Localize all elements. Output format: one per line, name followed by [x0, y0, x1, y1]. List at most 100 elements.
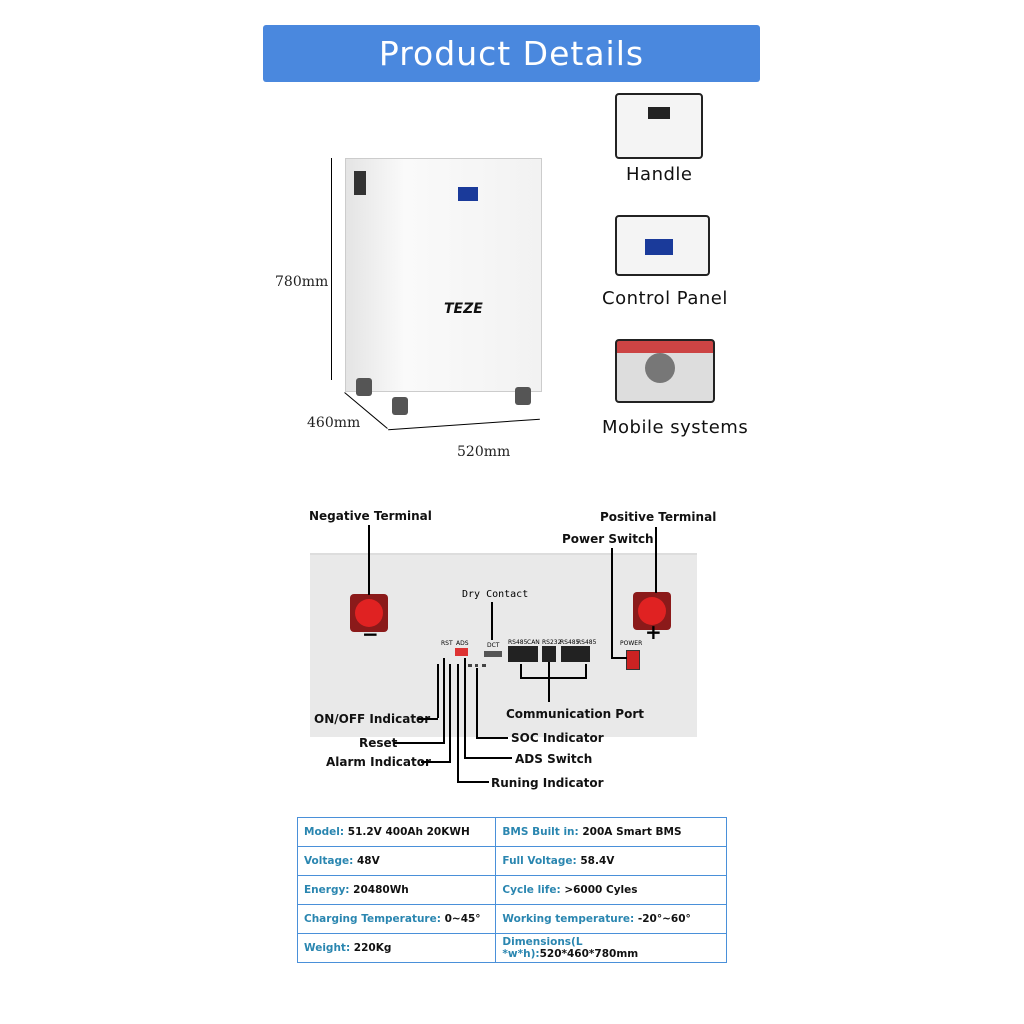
- power-switch-label: Power Switch: [562, 532, 654, 546]
- positive-terminal-label: Positive Terminal: [600, 510, 717, 524]
- page-title-banner: Product Details: [263, 25, 760, 82]
- leader-line: [394, 742, 445, 744]
- onoff-indicator-label: ON/OFF Indicator: [314, 712, 431, 726]
- spec-cell: Working temperature: -20°~60°: [495, 904, 727, 934]
- leader-line: [520, 664, 587, 679]
- spec-cell: Charging Temperature: 0~45°: [296, 904, 497, 934]
- leader-line: [464, 757, 512, 759]
- spec-key: Cycle life:: [502, 884, 565, 896]
- running-indicator-label: Runing Indicator: [491, 776, 604, 790]
- spec-key: Full Voltage:: [502, 855, 581, 867]
- leader-line: [611, 548, 613, 658]
- alarm-indicator-label: Alarm Indicator: [326, 755, 431, 769]
- rst-silk: RST: [441, 640, 453, 647]
- rs232-port: [542, 646, 556, 662]
- ads-silk: ADS: [456, 640, 469, 647]
- rs485b-silk: RS485: [560, 639, 580, 646]
- leader-line: [437, 664, 439, 718]
- power-silk: POWER: [620, 640, 643, 647]
- plus-sign: +: [645, 620, 662, 644]
- spec-value: 51.2V 400Ah 20KWH: [347, 826, 470, 838]
- spec-key: Voltage:: [304, 855, 357, 867]
- spec-cell: Model: 51.2V 400Ah 20KWH: [296, 817, 497, 847]
- spec-row: Charging Temperature: 0~45°Working tempe…: [296, 904, 727, 934]
- spec-key: Energy:: [304, 884, 354, 896]
- handle: [354, 171, 366, 195]
- dimension-width: 520mm: [457, 444, 511, 460]
- minus-sign: −: [362, 622, 379, 646]
- soc-indicator-label: SOC Indicator: [511, 731, 604, 745]
- leader-line: [611, 657, 627, 659]
- brand-logo: TEZE: [444, 301, 483, 317]
- dimension-line-width: [388, 418, 540, 431]
- spec-cell: Voltage: 48V: [296, 846, 497, 876]
- spec-key: Charging Temperature:: [304, 913, 445, 925]
- control-panel-label: Control Panel: [602, 288, 728, 309]
- leader-line: [421, 761, 451, 763]
- leader-line: [491, 602, 493, 640]
- spec-cell: Cycle life: >6000 Cyles: [495, 875, 727, 905]
- spec-value: 220Kg: [353, 942, 392, 954]
- spec-value: 58.4V: [580, 855, 615, 867]
- reset-label: Reset: [359, 736, 398, 750]
- leader-line: [457, 664, 459, 782]
- spec-key: Dimensions(L *w*h):: [502, 936, 583, 960]
- dry-contact-label: Dry Contact: [462, 589, 529, 600]
- negative-terminal: [350, 594, 388, 632]
- rs232-silk: RS232: [542, 639, 562, 646]
- spec-cell: BMS Built in: 200A Smart BMS: [495, 817, 727, 847]
- spec-value: 0~45°: [444, 913, 481, 925]
- spec-cell: Energy: 20480Wh: [296, 875, 497, 905]
- leader-line: [548, 662, 550, 702]
- leader-line: [476, 737, 508, 739]
- battery-cabinet-image: TEZE: [345, 158, 542, 392]
- handle-thumbnail: [615, 93, 703, 159]
- spec-cell: Full Voltage: 58.4V: [495, 846, 727, 876]
- dimension-height: 780mm: [275, 274, 329, 290]
- spec-key: Model:: [304, 826, 348, 838]
- mobile-systems-thumbnail: [615, 339, 715, 403]
- rs485-silk: RS485: [508, 639, 528, 646]
- wheel: [515, 387, 531, 405]
- leader-line: [449, 664, 451, 762]
- negative-terminal-label: Negative Terminal: [309, 509, 432, 523]
- mobile-systems-label: Mobile systems: [602, 417, 749, 438]
- spec-value: 48V: [356, 855, 380, 867]
- spec-value: 200A Smart BMS: [582, 826, 682, 838]
- spec-key: Working temperature:: [502, 913, 638, 925]
- power-switch[interactable]: [626, 650, 640, 670]
- spec-key: BMS Built in:: [502, 826, 583, 838]
- dimension-depth: 460mm: [307, 415, 361, 431]
- ads-switch[interactable]: [455, 648, 468, 656]
- lcd-screen: [458, 187, 478, 201]
- dct-silk: DCT: [487, 642, 500, 649]
- spec-cell: Weight: 220Kg: [296, 933, 497, 963]
- spec-value: 20480Wh: [353, 884, 409, 896]
- soc-leds: [468, 664, 486, 670]
- rs485-ports: [561, 646, 590, 662]
- spec-value: >6000 Cyles: [564, 884, 638, 896]
- spec-value: 520*460*780mm: [539, 948, 639, 960]
- ads-switch-label: ADS Switch: [515, 752, 593, 766]
- communication-port-label: Communication Port: [506, 707, 644, 721]
- leader-line: [655, 527, 657, 593]
- rs485-can-ports: [508, 646, 538, 662]
- leader-line: [443, 658, 445, 742]
- leader-line: [476, 668, 478, 738]
- leader-line: [418, 718, 438, 720]
- leader-line: [464, 658, 466, 758]
- spec-value: -20°~60°: [637, 913, 691, 925]
- handle-label: Handle: [626, 164, 693, 185]
- dry-contact-port: [484, 651, 502, 657]
- leader-line: [457, 781, 489, 783]
- battery-front-panel: [310, 553, 697, 737]
- positive-terminal: [633, 592, 671, 630]
- leader-line: [368, 525, 370, 595]
- rs485c-silk: RS485: [577, 639, 597, 646]
- spec-cell: Dimensions(L *w*h):520*460*780mm: [495, 933, 727, 963]
